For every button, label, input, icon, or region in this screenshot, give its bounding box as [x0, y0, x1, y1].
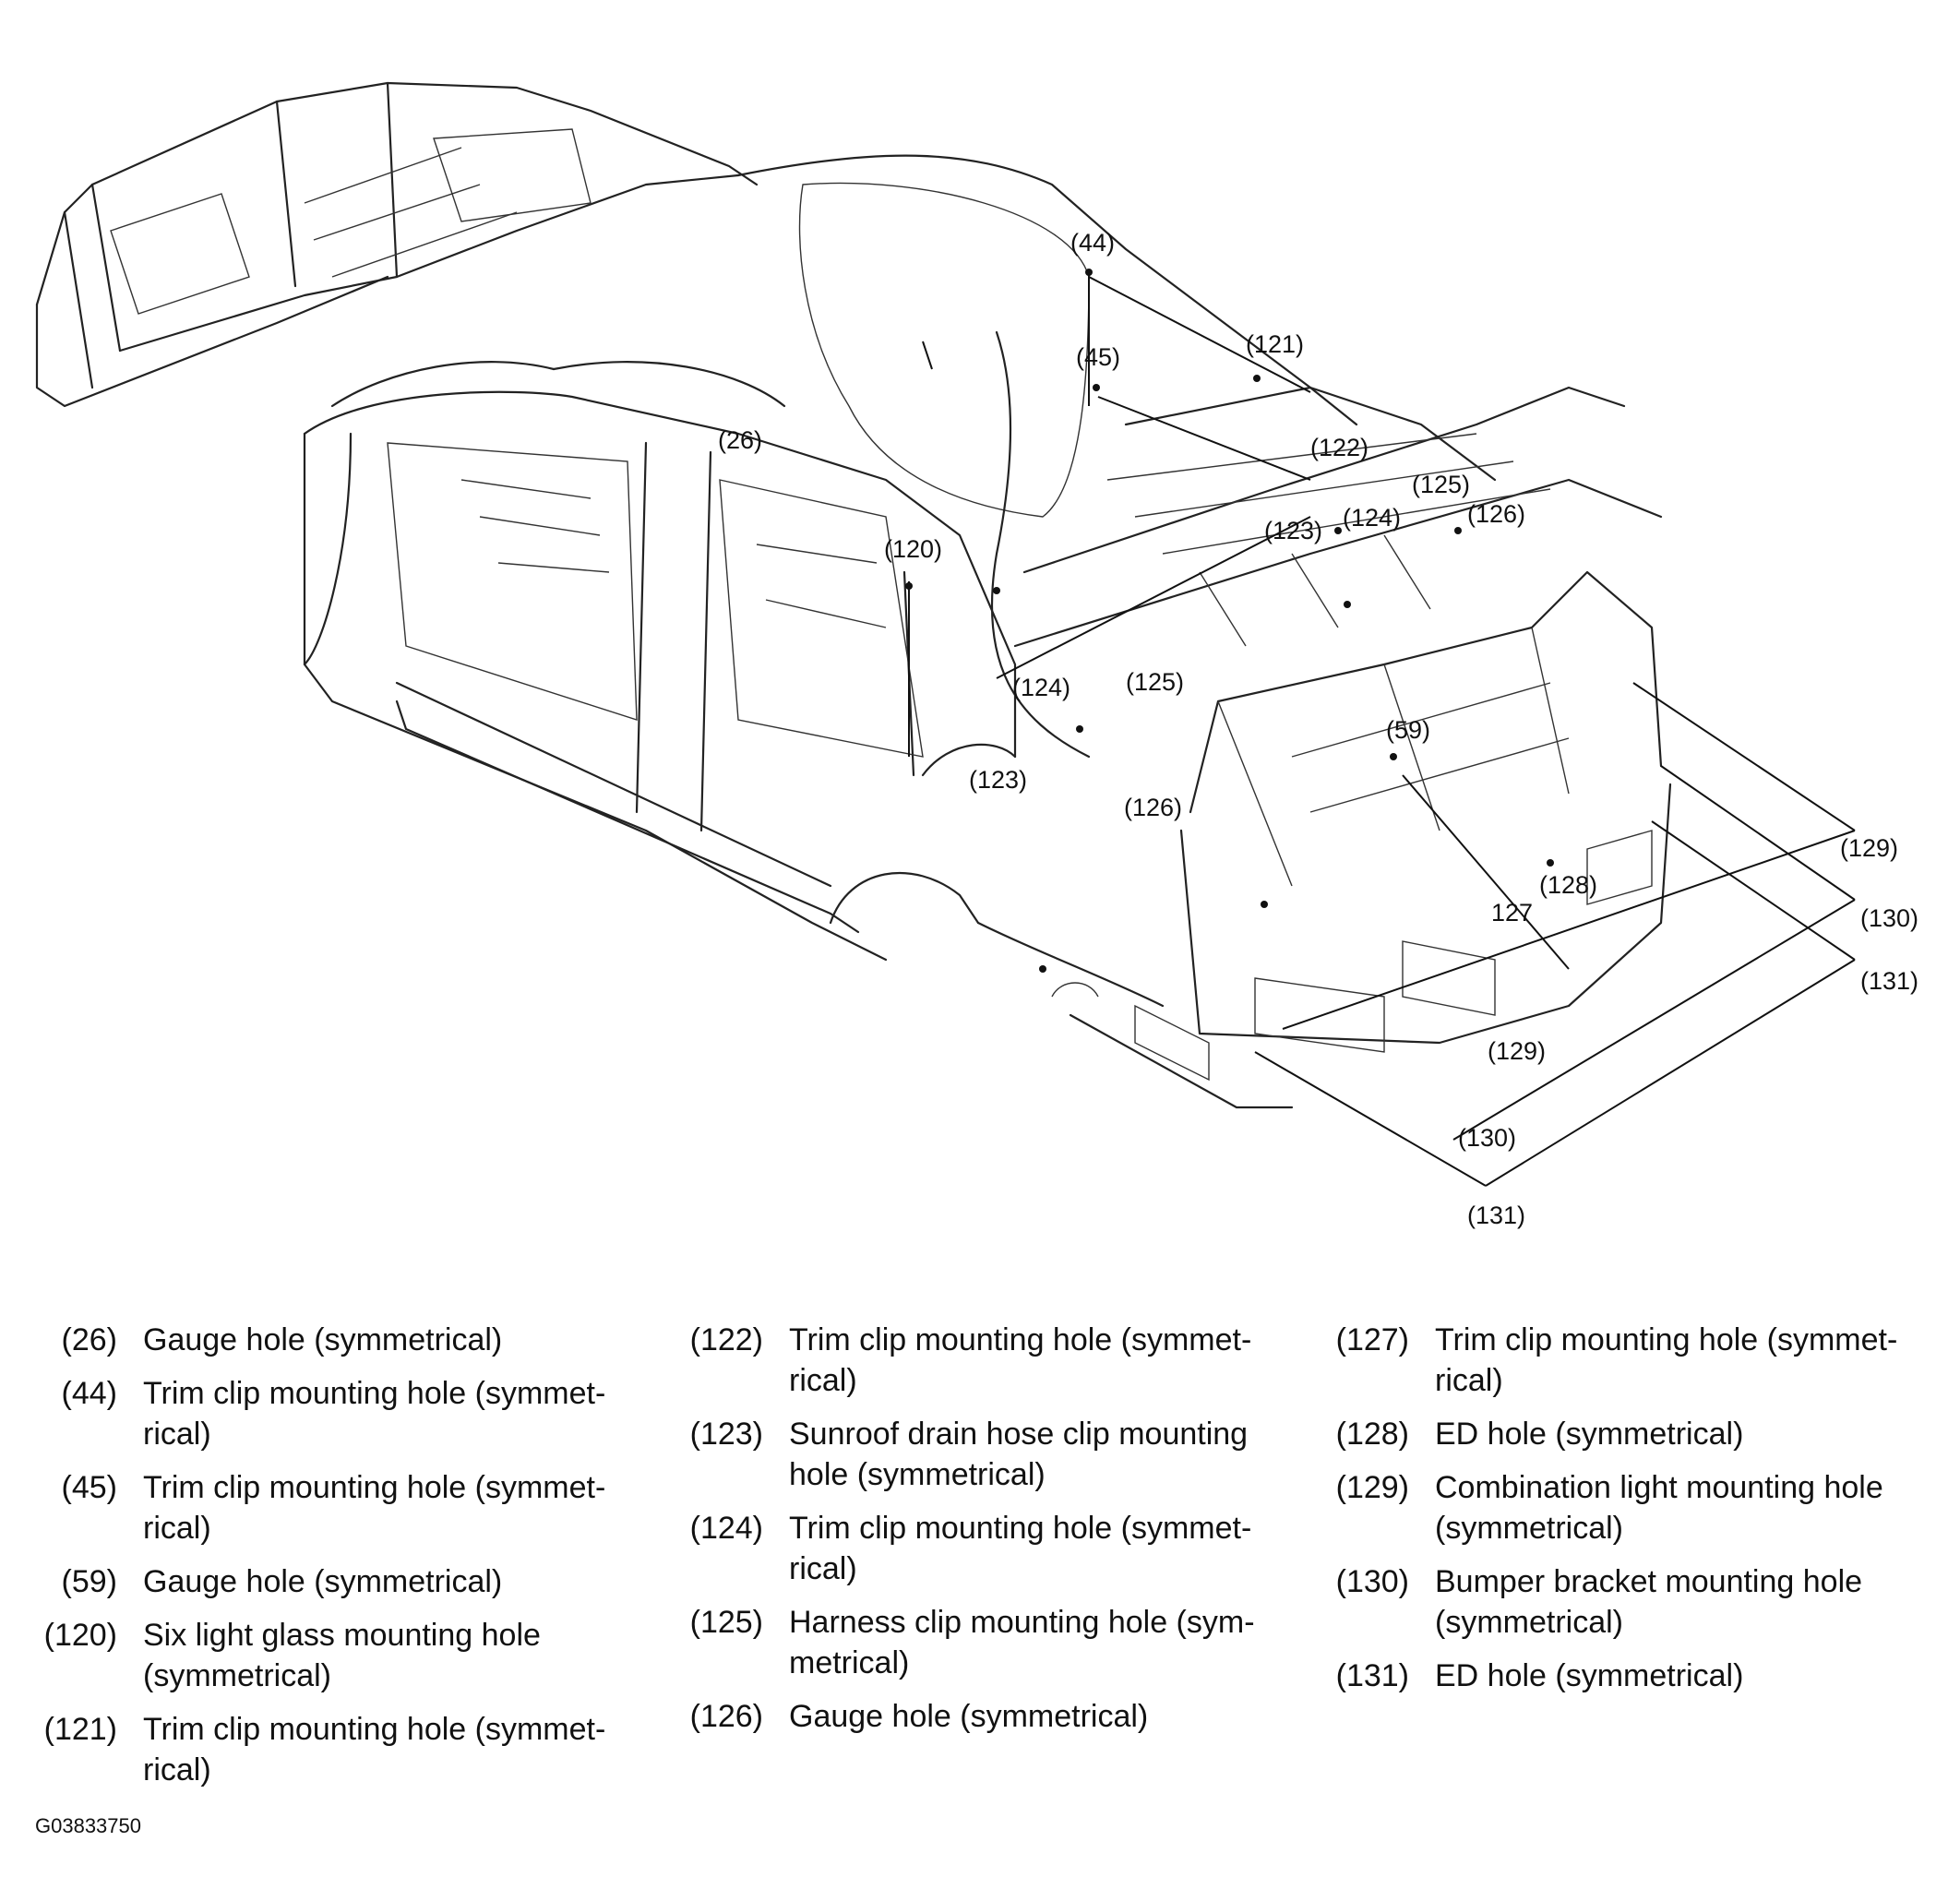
legend-item: (26) Gauge hole (symmetrical)	[37, 1320, 664, 1360]
legend-description: Trim clip mounting hole (symmet- rical)	[789, 1322, 1252, 1398]
legend-item: (124) Trim clip mounting hole (symmet- ri…	[683, 1508, 1310, 1589]
leader-lines	[908, 272, 1856, 1187]
legend-item: (129) Combination light mounting hole (sy…	[1329, 1467, 1938, 1548]
legend-description: Harness clip mounting hole (sym- metrica…	[789, 1605, 1255, 1680]
callout-125-lower: (125)	[1126, 668, 1184, 696]
legend-item: (131) ED hole (symmetrical)	[1329, 1656, 1938, 1696]
legend-number: (130)	[1335, 1564, 1409, 1599]
legend-description: Gauge hole (symmetrical)	[143, 1322, 503, 1357]
callout-127: 127	[1491, 899, 1533, 927]
legend-item: (44) Trim clip mounting hole (symmet- ric…	[37, 1373, 664, 1454]
legend-number: (129)	[1335, 1470, 1409, 1505]
hole-markers	[905, 269, 1554, 973]
callout-130-right: (130)	[1860, 904, 1918, 932]
callout-129-bottom: (129)	[1488, 1037, 1546, 1065]
legend-description: Trim clip mounting hole (symmet- rical)	[143, 1470, 606, 1546]
callout-125-upper: (125)	[1412, 471, 1470, 498]
callout-120: (120)	[884, 535, 942, 563]
legend-description: Trim clip mounting hole (symmet- rical)	[789, 1511, 1252, 1586]
callout-26: (26)	[718, 426, 762, 454]
legend-item: (123) Sunroof drain hose clip mounting ho…	[683, 1414, 1310, 1495]
callout-126-lower: (126)	[1124, 794, 1182, 821]
legend: (26) Gauge hole (symmetrical) (44) Trim cl…	[37, 1320, 1938, 1818]
legend-item: (45) Trim clip mounting hole (symmet- ric…	[37, 1467, 664, 1548]
legend-number: (127)	[1335, 1322, 1409, 1357]
callout-130-bottom: (130)	[1458, 1124, 1516, 1152]
car-body-outline	[35, 81, 1672, 1109]
callout-129-right: (129)	[1840, 834, 1898, 862]
legend-number: (125)	[689, 1605, 763, 1640]
legend-description: ED hole (symmetrical)	[1435, 1658, 1744, 1693]
legend-number: (121)	[43, 1712, 117, 1747]
legend-number: (59)	[61, 1564, 117, 1599]
legend-number: (124)	[689, 1511, 763, 1546]
legend-item: (127) Trim clip mounting hole (symmet- ri…	[1329, 1320, 1938, 1401]
legend-description: Trim clip mounting hole (symmet- rical)	[143, 1376, 606, 1452]
legend-number: (120)	[43, 1618, 117, 1653]
callout-121: (121)	[1246, 330, 1304, 358]
legend-number: (44)	[61, 1376, 117, 1411]
legend-number: (45)	[61, 1470, 117, 1505]
legend-description: Combination light mounting hole (symmetr…	[1435, 1470, 1883, 1546]
legend-description: Trim clip mounting hole (symmet- rical)	[1435, 1322, 1898, 1398]
callout-123-upper: (123)	[1264, 517, 1322, 544]
legend-column-3: (127) Trim clip mounting hole (symmet- ri…	[1329, 1320, 1938, 1709]
callout-131-right: (131)	[1860, 967, 1918, 995]
callout-126-upper: (126)	[1467, 500, 1525, 528]
legend-item: (128) ED hole (symmetrical)	[1329, 1414, 1938, 1454]
callout-45: (45)	[1076, 343, 1120, 371]
legend-column-2: (122) Trim clip mounting hole (symmet- ri…	[683, 1320, 1310, 1750]
callout-128: (128)	[1539, 871, 1597, 899]
callout-122: (122)	[1310, 434, 1368, 461]
legend-description: Gauge hole (symmetrical)	[789, 1699, 1149, 1734]
legend-item: (130) Bumper bracket mounting hole (symme…	[1329, 1561, 1938, 1643]
legend-column-1: (26) Gauge hole (symmetrical) (44) Trim cl…	[37, 1320, 664, 1803]
figure-id: G03833750	[35, 1814, 141, 1837]
legend-item: (59) Gauge hole (symmetrical)	[37, 1561, 664, 1602]
callout-123-lower: (123)	[969, 766, 1027, 794]
callout-124-upper: (124)	[1343, 504, 1401, 532]
legend-item: (125) Harness clip mounting hole (sym- me…	[683, 1602, 1310, 1683]
legend-item: (120) Six light glass mounting hole (symm…	[37, 1615, 664, 1696]
legend-description: Trim clip mounting hole (symmet- rical)	[143, 1712, 606, 1787]
legend-number: (126)	[689, 1699, 763, 1734]
legend-description: Gauge hole (symmetrical)	[143, 1564, 503, 1599]
legend-description: Six light glass mounting hole (symmetric…	[143, 1618, 541, 1693]
callout-124-lower: (124)	[1012, 674, 1070, 701]
legend-number: (122)	[689, 1322, 763, 1357]
legend-number: (131)	[1335, 1658, 1409, 1693]
legend-description: Bumper bracket mounting hole (symmetrica…	[1435, 1564, 1863, 1640]
car-body-diagram: (26) (44) (45) (121) (122) (125) (124) (…	[35, 81, 1918, 1229]
callout-44: (44)	[1070, 229, 1115, 257]
legend-number: (26)	[61, 1322, 117, 1357]
legend-description: ED hole (symmetrical)	[1435, 1417, 1744, 1452]
legend-number: (128)	[1335, 1417, 1409, 1452]
callout-131-bottom: (131)	[1467, 1202, 1525, 1229]
legend-item: (122) Trim clip mounting hole (symmet- ri…	[683, 1320, 1310, 1401]
legend-number: (123)	[689, 1417, 763, 1452]
legend-description: Sunroof drain hose clip mounting hole (s…	[789, 1417, 1249, 1492]
callout-labels: (26) (44) (45) (121) (122) (125) (124) (…	[718, 229, 1918, 1229]
callout-59: (59)	[1386, 716, 1430, 744]
legend-item: (126) Gauge hole (symmetrical)	[683, 1696, 1310, 1737]
legend-item: (121) Trim clip mounting hole (symmet- ri…	[37, 1709, 664, 1790]
